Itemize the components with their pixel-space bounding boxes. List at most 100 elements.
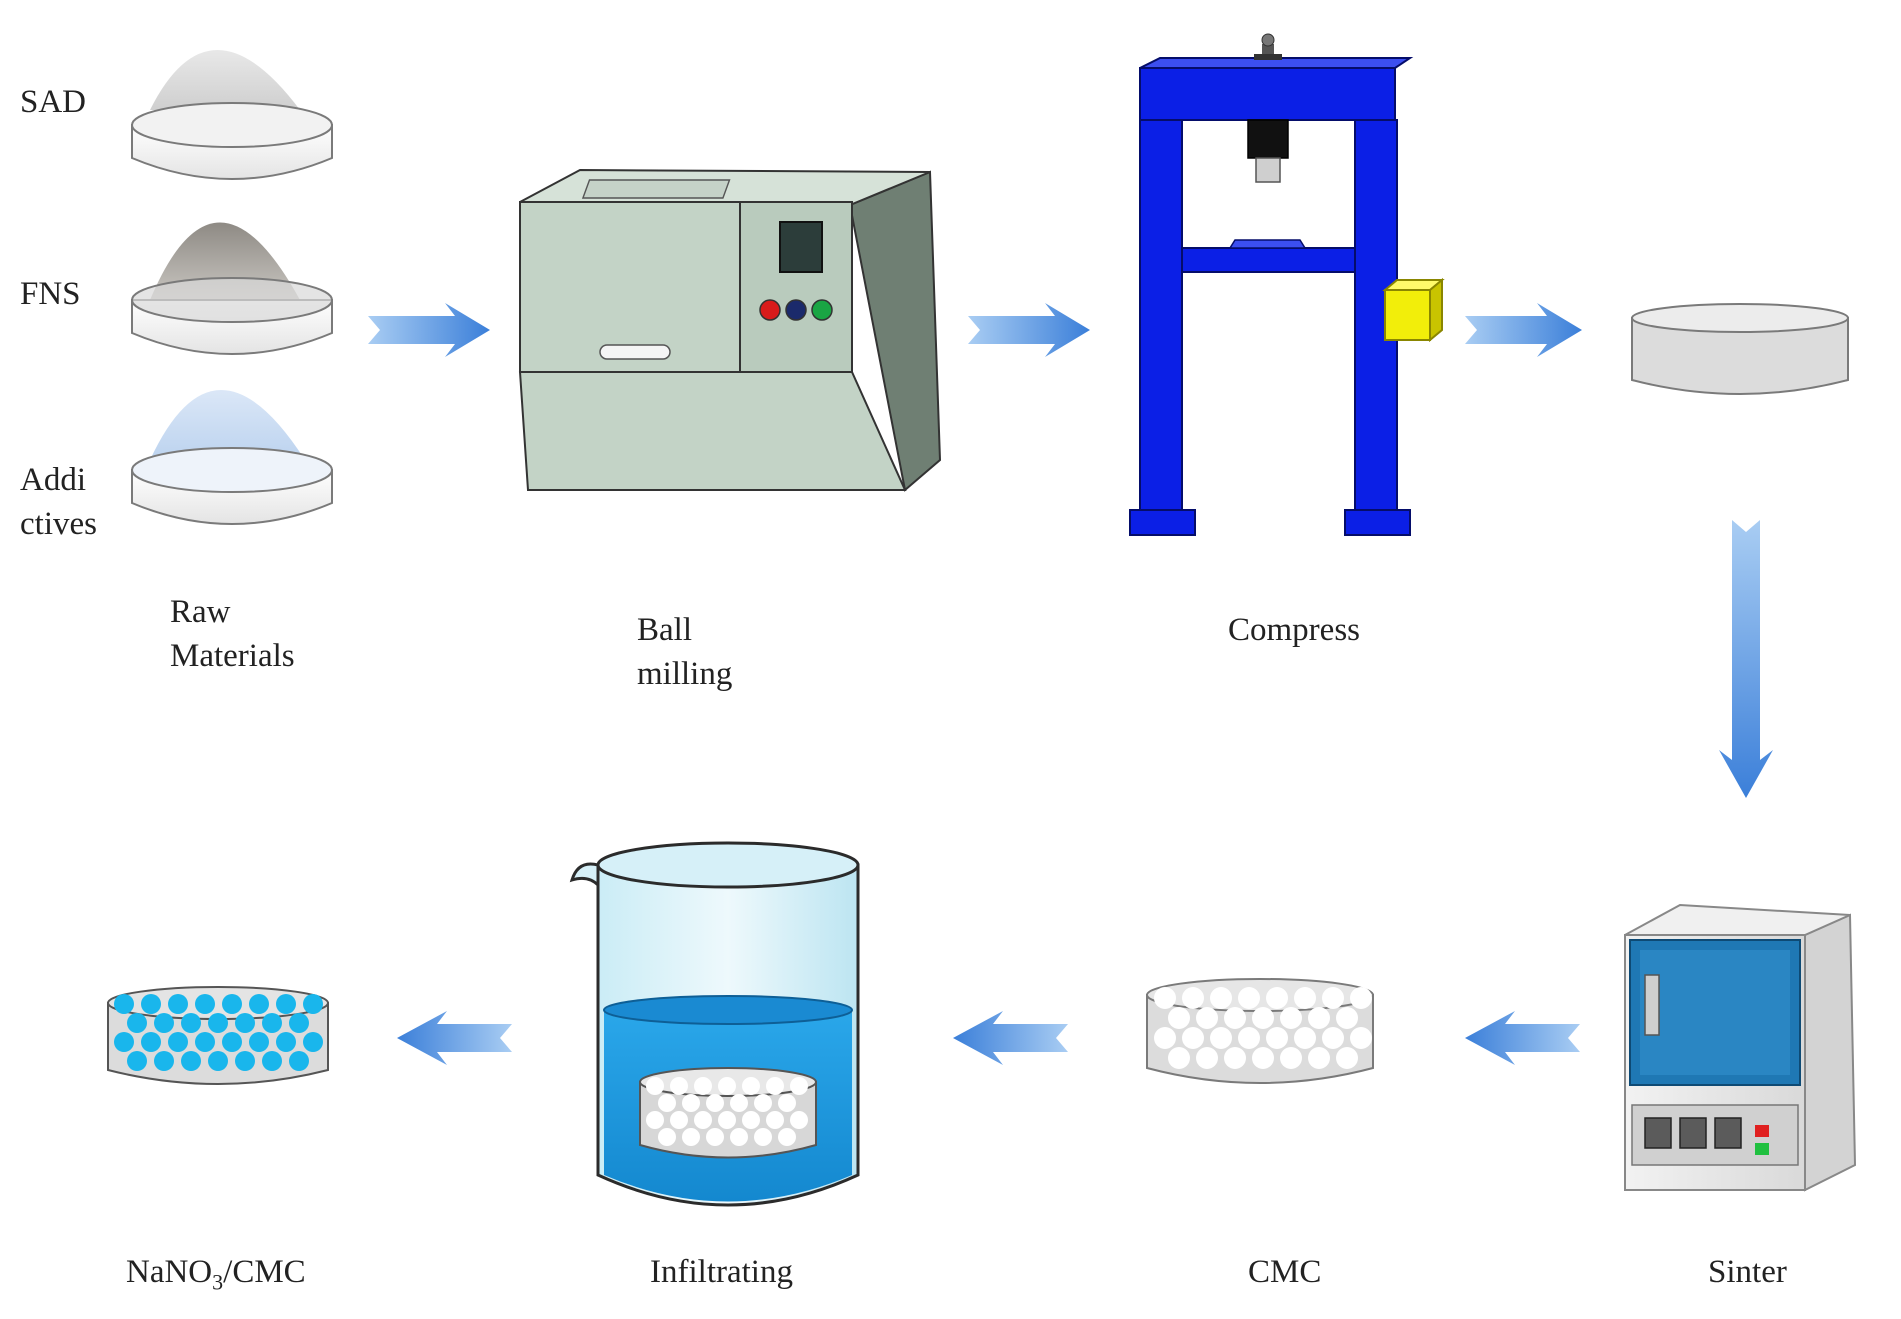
dot — [646, 1111, 664, 1129]
dot — [766, 1111, 784, 1129]
dot — [1238, 987, 1260, 1009]
dot — [154, 1013, 174, 1033]
dot — [754, 1094, 772, 1112]
dot — [1154, 1027, 1176, 1049]
dot — [181, 1051, 201, 1071]
dot — [114, 994, 134, 1014]
raw-materials-group — [131, 50, 333, 525]
dot — [1322, 1027, 1344, 1049]
nano3-suffix: /CMC — [223, 1254, 306, 1290]
sad-label: SAD — [20, 84, 87, 120]
dot — [1350, 987, 1372, 1009]
pore-dots — [1154, 987, 1372, 1069]
flow-arrow-icon — [1465, 303, 1582, 357]
dot — [168, 994, 188, 1014]
dot — [195, 1032, 215, 1052]
dot — [1266, 987, 1288, 1009]
ball-milling-label-line1: Ball — [637, 612, 692, 648]
dot — [127, 1051, 147, 1071]
dot — [682, 1128, 700, 1146]
dot — [1308, 1047, 1330, 1069]
dot — [658, 1128, 676, 1146]
dot — [742, 1111, 760, 1129]
dot — [1280, 1047, 1302, 1069]
dot — [276, 1032, 296, 1052]
dot — [127, 1013, 147, 1033]
dot — [1196, 1047, 1218, 1069]
raw-materials-caption-line1: Raw — [170, 594, 231, 630]
dot — [1224, 1047, 1246, 1069]
dot — [235, 1013, 255, 1033]
raw-materials-caption: Raw Materials — [170, 590, 295, 678]
ball-mill-icon — [518, 168, 942, 492]
dot — [1196, 1007, 1218, 1029]
dot — [222, 1032, 242, 1052]
dot — [790, 1077, 808, 1095]
dot — [303, 994, 323, 1014]
dot — [195, 994, 215, 1014]
dot — [718, 1111, 736, 1129]
dot — [778, 1128, 796, 1146]
dot — [1168, 1047, 1190, 1069]
flow-arrow-icon — [968, 303, 1090, 357]
dot — [249, 994, 269, 1014]
salt-dots — [114, 994, 323, 1071]
dot — [730, 1128, 748, 1146]
dot — [646, 1077, 664, 1095]
nano3-cmc-pellet-icon — [107, 986, 329, 1085]
fns-label: FNS — [20, 276, 81, 312]
dot — [1336, 1047, 1358, 1069]
dot — [790, 1111, 808, 1129]
dot — [114, 1032, 134, 1052]
dot — [730, 1094, 748, 1112]
cmc-label: CMC — [1248, 1254, 1322, 1290]
dot — [1322, 987, 1344, 1009]
dot — [289, 1013, 309, 1033]
flow-arrow-icon — [1719, 520, 1773, 798]
nano3-subscript: 3 — [212, 1269, 224, 1295]
flow-arrow-icon — [368, 303, 490, 357]
dot — [1252, 1047, 1274, 1069]
dot — [1154, 987, 1176, 1009]
ball-milling-label: Ball milling — [637, 608, 732, 696]
dot — [754, 1128, 772, 1146]
dot — [706, 1094, 724, 1112]
dot — [141, 994, 161, 1014]
flow-arrow-icon — [953, 1011, 1068, 1065]
cmc-pellet-icon — [1146, 978, 1374, 1084]
dot — [1182, 987, 1204, 1009]
flow-arrow-icon — [1465, 1011, 1580, 1065]
dot — [1182, 1027, 1204, 1049]
nano3-cmc-label: NaNO3/CMC — [126, 1250, 306, 1305]
dot — [235, 1051, 255, 1071]
dot — [670, 1077, 688, 1095]
dot — [1294, 1027, 1316, 1049]
muffle-furnace-icon — [1624, 903, 1857, 1192]
sinter-label: Sinter — [1708, 1254, 1787, 1290]
dot — [141, 1032, 161, 1052]
dot — [1266, 1027, 1288, 1049]
dot — [658, 1094, 676, 1112]
dot — [262, 1051, 282, 1071]
dot — [1350, 1027, 1372, 1049]
dot — [208, 1051, 228, 1071]
dot — [682, 1094, 700, 1112]
dot — [1168, 1007, 1190, 1029]
dot — [706, 1128, 724, 1146]
dot — [262, 1013, 282, 1033]
ball-milling-label-line2: milling — [637, 656, 733, 692]
dot — [670, 1111, 688, 1129]
dot — [1336, 1007, 1358, 1029]
dot — [778, 1094, 796, 1112]
dot — [718, 1077, 736, 1095]
dot — [742, 1077, 760, 1095]
infiltrating-label: Infiltrating — [650, 1254, 793, 1290]
dot — [1294, 987, 1316, 1009]
fns-dish-icon — [131, 222, 333, 355]
dot — [289, 1051, 309, 1071]
dot — [222, 994, 242, 1014]
nano3-prefix: NaNO — [126, 1254, 213, 1290]
additives-label: Addi ctives — [20, 458, 97, 546]
dot — [694, 1077, 712, 1095]
